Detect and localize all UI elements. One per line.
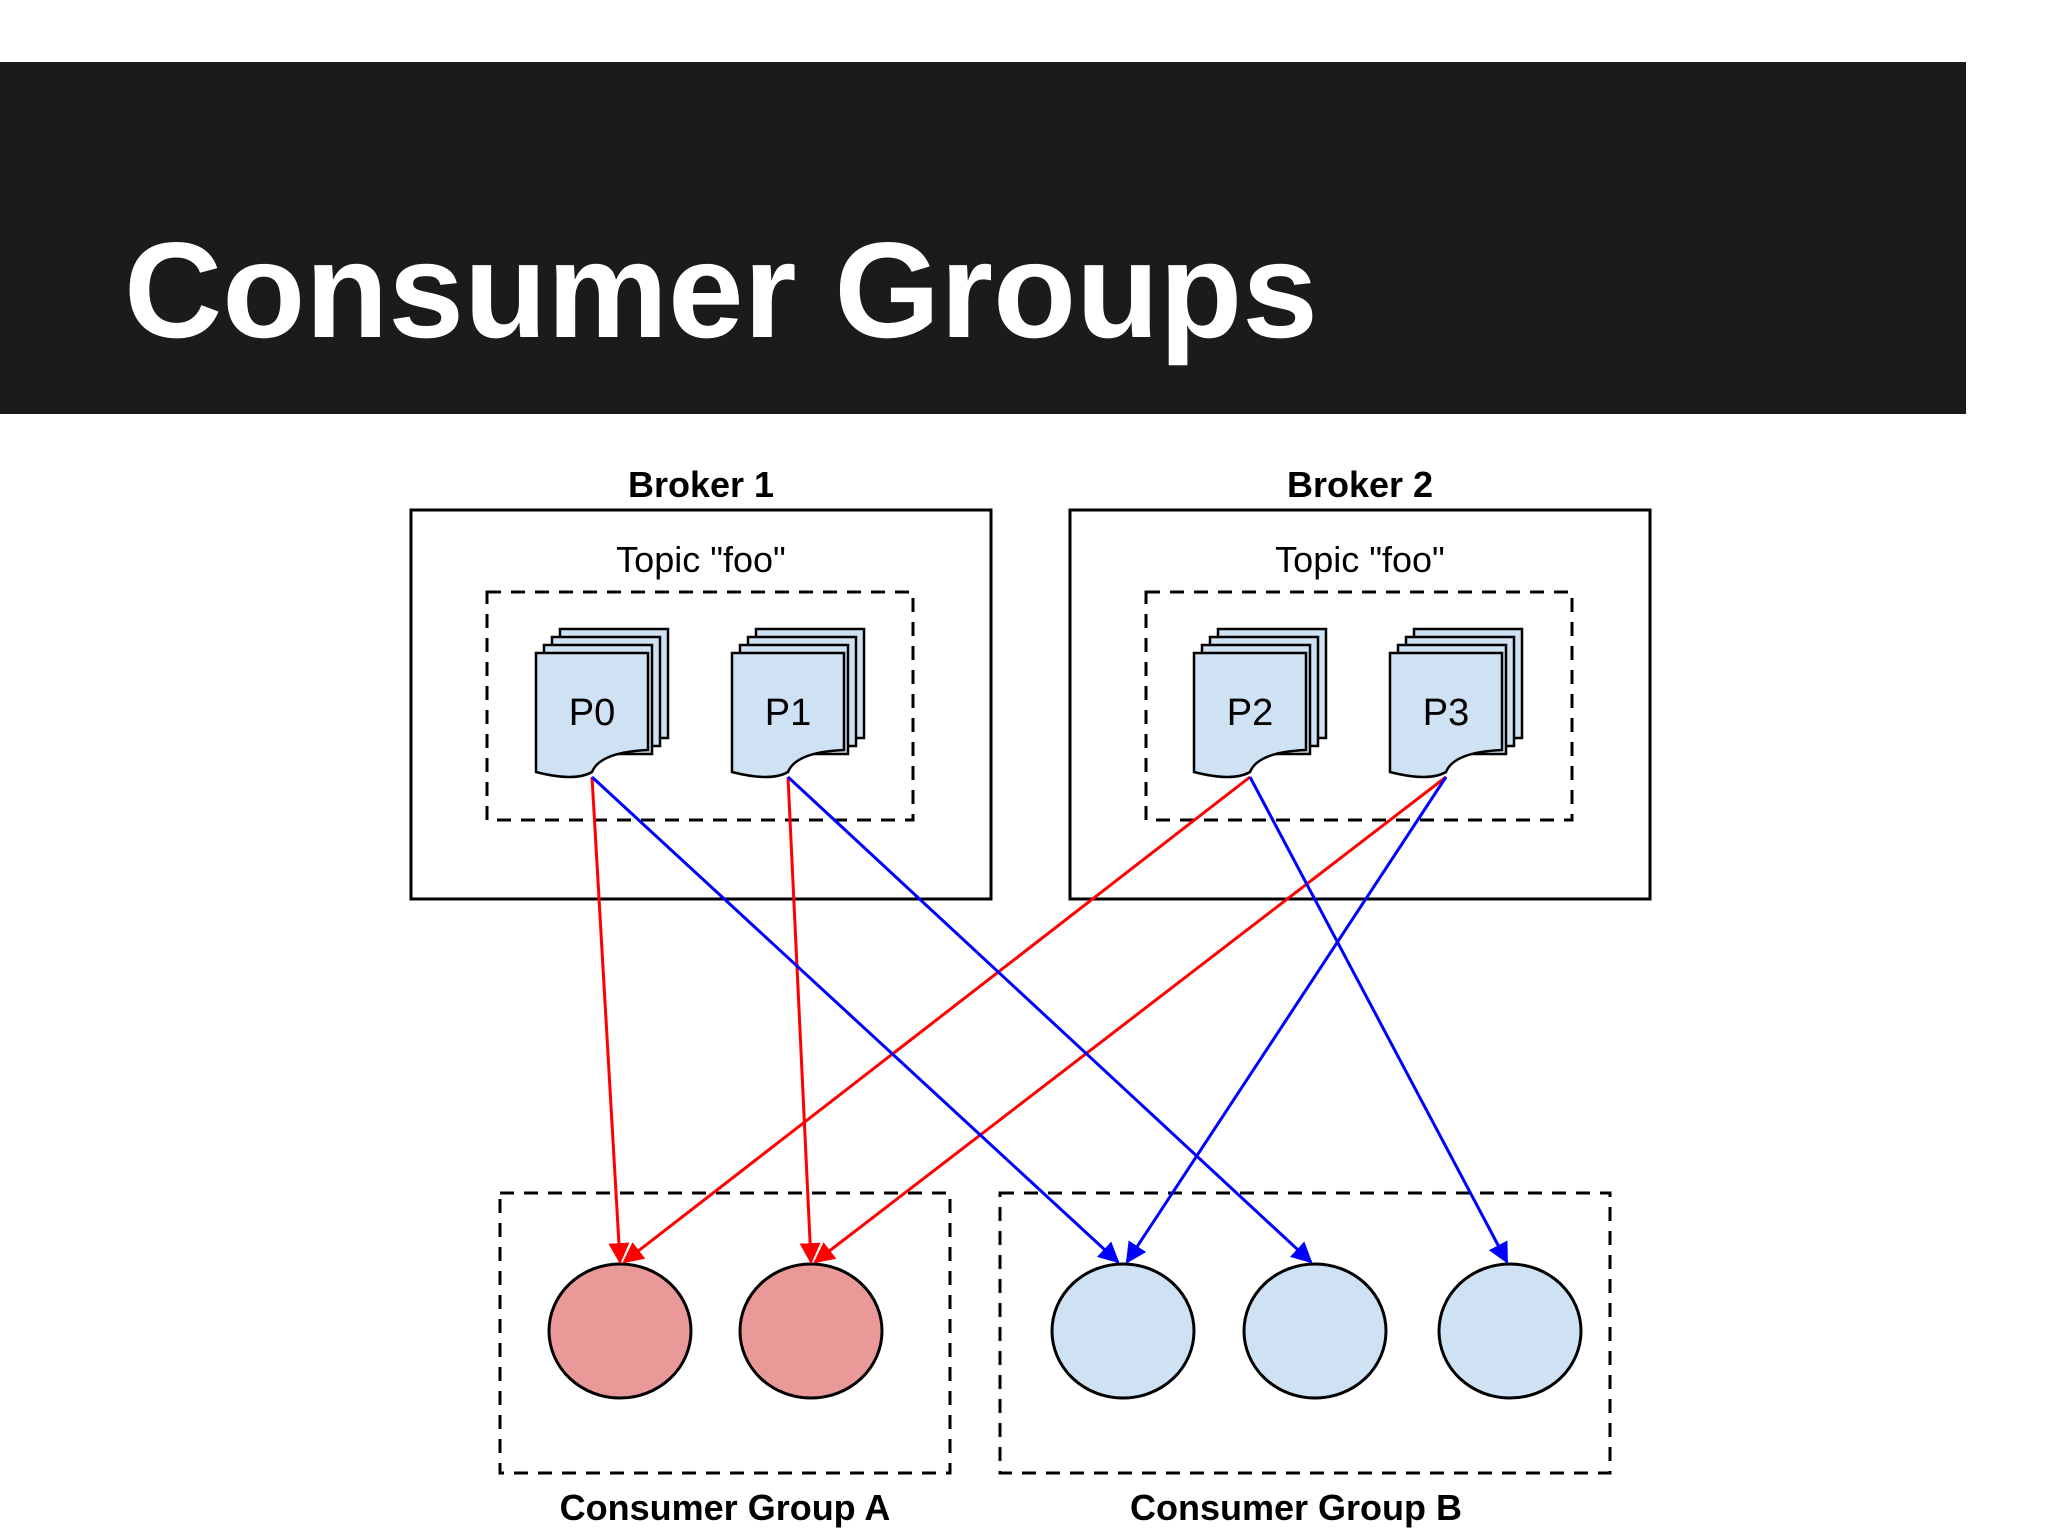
partition-p3: P3 [1388, 627, 1524, 779]
arrow-p0-to-a1 [590, 776, 630, 1265]
broker-2-topic-label: Topic "foo" [1275, 539, 1445, 580]
broker-1-label: Broker 1 [628, 464, 774, 505]
consumer-group-a-box [498, 1191, 952, 1475]
consumer-group-b-box [998, 1191, 1612, 1475]
arrow-p1-to-a2 [786, 776, 821, 1265]
arrow-p3-to-b1 [1125, 776, 1448, 1264]
broker-1-topic-box [485, 590, 915, 822]
consumer-group-b-label: Consumer Group B [1130, 1487, 1462, 1528]
consumer-b2 [1242, 1262, 1388, 1400]
broker-2-label: Broker 2 [1287, 464, 1433, 505]
consumer-group-a: Consumer Group A [498, 1191, 952, 1528]
consumer-b1 [1050, 1262, 1196, 1400]
consumer-a2 [738, 1262, 884, 1400]
broker-1-topic-label: Topic "foo" [616, 539, 786, 580]
consumer-b3 [1437, 1262, 1583, 1400]
partition-p0-label: P0 [569, 692, 615, 734]
partition-p1: P1 [730, 627, 866, 779]
broker-2-box [1068, 508, 1652, 901]
arrow-p1-to-b2 [786, 775, 1313, 1264]
broker-2-topic-box [1144, 590, 1574, 822]
arrow-p2-to-b3 [1248, 776, 1509, 1264]
arrow-p3-to-a2 [813, 775, 1447, 1264]
consumer-a1 [547, 1262, 693, 1400]
broker-2: Broker 2 Topic "foo" P2 P3 [1068, 464, 1652, 901]
broker-1-box [409, 508, 993, 901]
partition-p1-label: P1 [765, 692, 811, 734]
assignment-arrows [590, 775, 1509, 1265]
consumer-group-b: Consumer Group B [998, 1191, 1612, 1528]
consumer-group-a-label: Consumer Group A [560, 1487, 891, 1528]
arrow-p2-to-a1 [622, 775, 1251, 1264]
title-bar [0, 62, 1966, 414]
partition-p0: P0 [534, 627, 670, 779]
partition-p2: P2 [1192, 627, 1328, 779]
arrow-p0-to-b1 [590, 775, 1120, 1264]
slide-title: Consumer Groups [124, 214, 1318, 366]
partition-p3-label: P3 [1423, 692, 1469, 734]
partition-p2-label: P2 [1227, 692, 1273, 734]
broker-1: Broker 1 Topic "foo" P0 P1 [409, 464, 993, 901]
